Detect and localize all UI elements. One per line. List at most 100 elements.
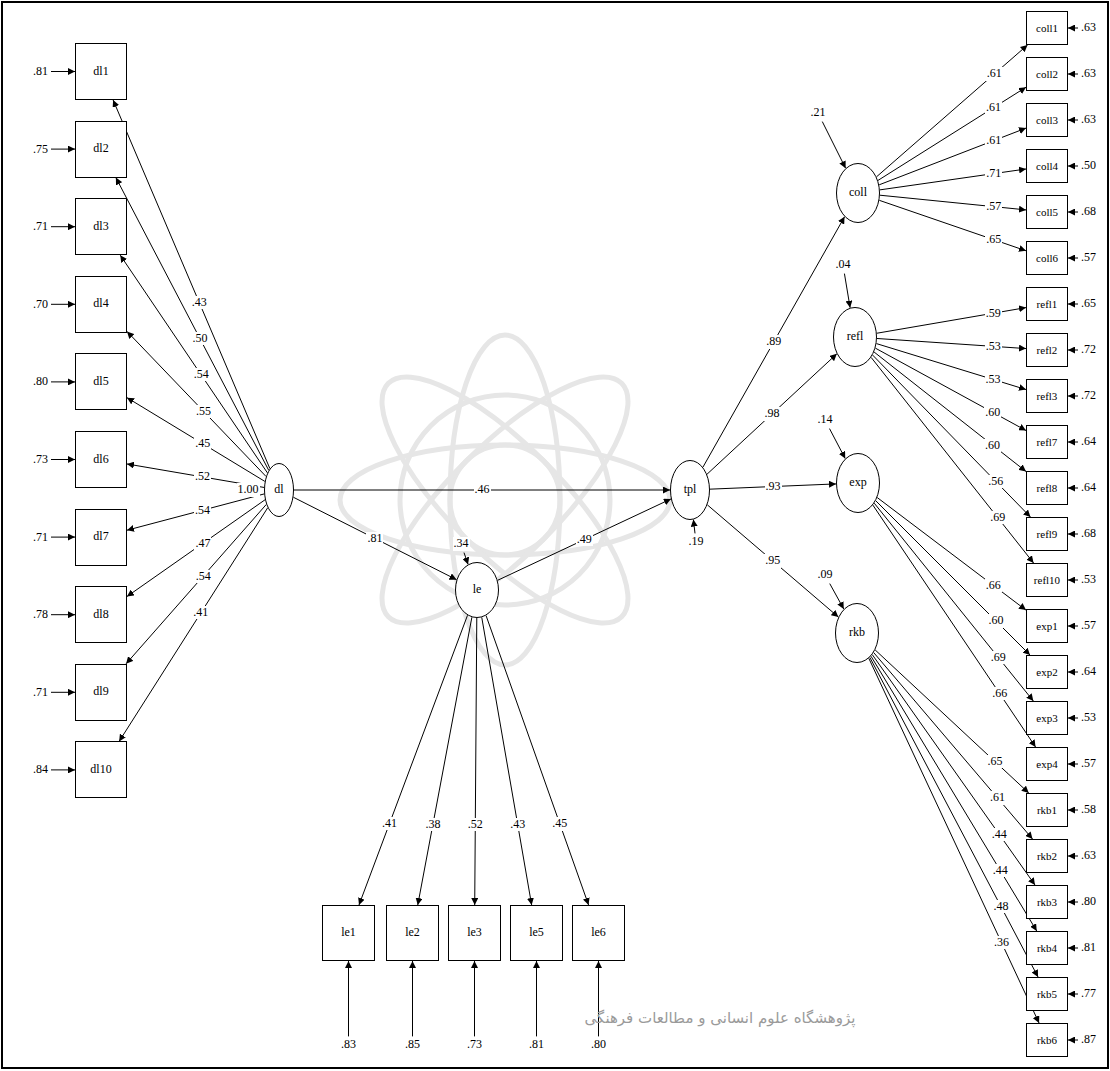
error-arrow (1068, 534, 1078, 535)
error-arrow (830, 584, 844, 609)
observed-variable: refl7 (1026, 425, 1068, 459)
variable-name: coll4 (1036, 160, 1058, 173)
variable-name: exp4 (1036, 758, 1057, 771)
path-arrow (877, 498, 1026, 611)
variable-name: refl8 (1037, 482, 1058, 495)
variance-value: .63 (1080, 21, 1097, 34)
path-arrow (126, 504, 266, 663)
observed-variable: dl10 (75, 741, 127, 798)
observed-variable: refl2 (1026, 333, 1068, 367)
error-arrow (1068, 718, 1078, 719)
observed-variable: dl2 (75, 121, 127, 178)
error-arrow (51, 381, 75, 382)
variance-value: .57 (1080, 619, 1097, 632)
observed-variable: dl5 (75, 353, 127, 410)
latent-variable: le (455, 562, 499, 618)
error-arrow (1068, 396, 1078, 397)
variance-value: .71 (32, 531, 49, 544)
path-coefficient: .41 (381, 817, 398, 830)
observed-variable: exp3 (1026, 701, 1068, 735)
variance-value: .63 (1080, 849, 1097, 862)
path-coefficient: .65 (986, 755, 1003, 768)
observed-variable: le2 (386, 905, 439, 961)
path-coefficient: .46 (474, 483, 491, 496)
variance-value: .84 (32, 763, 49, 776)
error-arrow (1068, 902, 1078, 903)
variable-name: dl8 (93, 608, 108, 622)
observed-variable: dl1 (75, 43, 127, 100)
latent-variable: tpl (670, 460, 710, 520)
error-arrow (1068, 258, 1078, 259)
variance-value: .63 (1080, 67, 1097, 80)
error-arrow (1068, 28, 1078, 29)
variance-value: .81 (1080, 941, 1097, 954)
error-arrow (348, 961, 349, 1036)
variance-value: .68 (1080, 205, 1097, 218)
variable-name: tpl (684, 483, 697, 497)
observed-variable: rkb4 (1026, 931, 1068, 965)
observed-variable: refl1 (1026, 287, 1068, 321)
path-coefficient: .54 (195, 570, 212, 583)
path-coefficient: .69 (989, 511, 1006, 524)
path-coefficient: .52 (194, 470, 211, 483)
variable-name: dl (274, 483, 283, 497)
error-arrow (51, 459, 75, 460)
path-coefficient: .52 (467, 818, 484, 831)
observed-variable: le3 (448, 905, 501, 961)
path-coefficient: .59 (985, 307, 1002, 320)
path-coefficient: .53 (985, 340, 1002, 353)
observed-variable: coll2 (1026, 57, 1068, 91)
error-arrow (1068, 304, 1078, 305)
variance-value: 1.00 (237, 483, 260, 496)
variance-value: .72 (1080, 343, 1097, 356)
path-coefficient: .45 (194, 437, 211, 450)
path-coefficient: .81 (366, 532, 383, 545)
variable-name: coll6 (1036, 252, 1058, 265)
variable-name: le3 (467, 926, 482, 940)
variance-value: .73 (32, 453, 49, 466)
path-arrow (127, 331, 266, 476)
path-arrow (498, 499, 671, 580)
variance-value: .58 (1080, 803, 1097, 816)
variance-value: .21 (810, 106, 827, 119)
path-arrow (703, 217, 845, 467)
observed-variable: rkb5 (1026, 977, 1068, 1011)
variance-value: .73 (466, 1038, 483, 1051)
variable-name: refl7 (1037, 436, 1058, 449)
error-arrow (1068, 810, 1078, 811)
path-coefficient: .61 (986, 67, 1003, 80)
variable-name: refl2 (1037, 344, 1058, 357)
variable-name: dl6 (93, 453, 108, 467)
path-arrow (293, 497, 456, 579)
path-coefficient: .89 (765, 335, 782, 348)
variable-name: refl3 (1037, 390, 1058, 403)
observed-variable: le6 (572, 905, 625, 961)
error-arrow (412, 961, 413, 1036)
error-arrow (1068, 166, 1078, 167)
observed-variable: exp2 (1026, 655, 1068, 689)
observed-variable: rkb6 (1026, 1023, 1068, 1057)
path-arrow (127, 500, 265, 597)
path-coefficient: .69 (990, 651, 1007, 664)
path-coefficient: .98 (763, 407, 780, 420)
error-arrow (51, 537, 75, 538)
path-coefficient: .49 (576, 533, 593, 546)
path-arrow (873, 355, 1031, 517)
path-coefficient: .55 (195, 405, 212, 418)
error-arrow (1068, 488, 1078, 489)
path-coefficient: .44 (992, 864, 1009, 877)
error-arrow (51, 692, 75, 693)
path-coefficient: .66 (991, 687, 1008, 700)
variance-value: .68 (1080, 527, 1097, 540)
path-arrow (873, 505, 1036, 747)
variance-value: .53 (1080, 711, 1097, 724)
error-arrow (51, 71, 75, 72)
path-arrow (879, 200, 1026, 250)
path-arrow (871, 357, 1033, 563)
variance-value: .70 (32, 298, 49, 311)
path-coefficient: .43 (509, 818, 526, 831)
path-arrow (486, 616, 589, 905)
variance-value: .50 (1080, 159, 1097, 172)
variable-name: dl5 (93, 375, 108, 389)
